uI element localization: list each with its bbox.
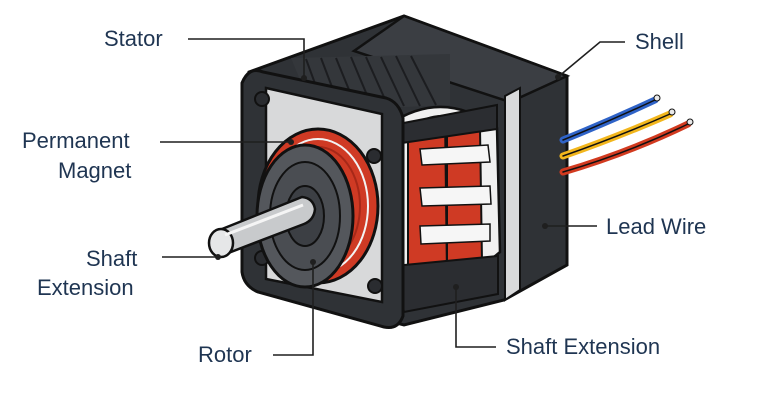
rotor-label: Rotor [198, 342, 252, 367]
shaft-extension-bottom-label: Shaft Extension [506, 334, 660, 359]
shaft-extension-left-label-line-2: Extension [37, 275, 134, 300]
labels: Stator Permanent Magnet Shaft Extension … [22, 26, 706, 367]
motor-illustration [207, 14, 694, 329]
lead-wires [559, 94, 694, 176]
leader-lines [160, 38, 625, 356]
stator-label: Stator [104, 26, 163, 51]
coil-windings [407, 114, 492, 278]
shell-band [504, 86, 521, 302]
shaft-extension-left-label-line-1: Shaft [86, 246, 137, 271]
lead-wire-label: Lead Wire [606, 214, 706, 239]
shaft [215, 195, 317, 257]
permanent-magnet-label-line-2: Magnet [58, 158, 131, 183]
permanent-magnet-label-line-1: Permanent [22, 128, 130, 153]
shell-label: Shell [635, 29, 684, 54]
